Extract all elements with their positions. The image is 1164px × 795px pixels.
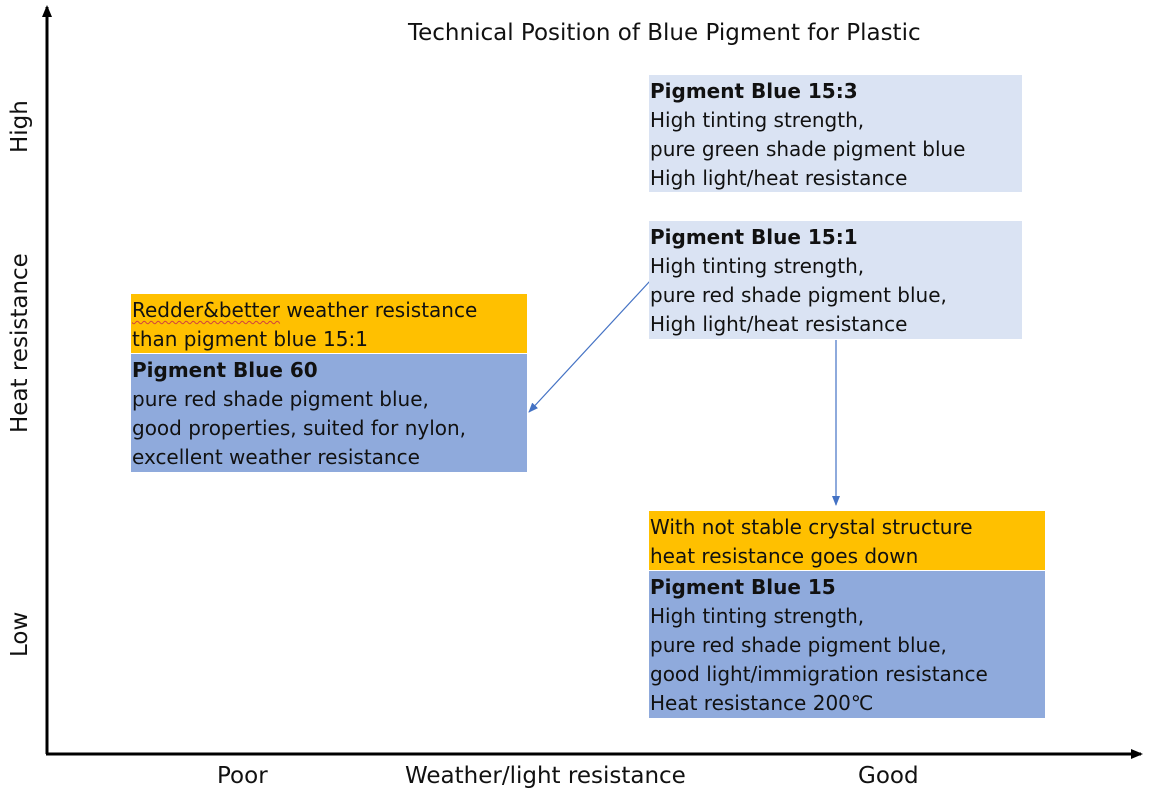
pigment-blue-60-name: Pigment Blue 60 (132, 358, 318, 382)
x-axis-high-label: Good (858, 763, 919, 789)
pigment-blue-15-1-line: pure red shade pigment blue, (650, 283, 947, 307)
diagram-title: Technical Position of Blue Pigment for P… (408, 20, 921, 46)
pigment-blue-15-3-line: pure green shade pigment blue (650, 137, 966, 161)
pigment-blue-60-line: good properties, suited for nylon, (132, 416, 467, 440)
pigment-blue-15-note-line: heat resistance goes down (650, 544, 919, 568)
pigment-blue-15-1-line: High tinting strength, (650, 254, 865, 278)
pigment-blue-15-line: pure red shade pigment blue, (650, 633, 947, 657)
pigment-blue-60-note-text: weather resistance (280, 298, 478, 322)
pigment-blue-15-box: Pigment Blue 15 High tinting strength, p… (649, 571, 1045, 718)
pigment-blue-60-note: Redder&better weather resistance than pi… (131, 294, 527, 353)
arrow-pb151-to-pb60 (528, 280, 651, 413)
pigment-blue-15-3-line: High tinting strength, (650, 108, 865, 132)
pigment-blue-15-line: High tinting strength, (650, 604, 865, 628)
pigment-blue-15-1-name: Pigment Blue 15:1 (650, 225, 858, 249)
pigment-blue-60-line: excellent weather resistance (132, 445, 420, 469)
pigment-blue-60-box: Pigment Blue 60 pure red shade pigment b… (131, 354, 527, 472)
pigment-blue-15-note-line: With not stable crystal structure (650, 515, 973, 539)
pigment-blue-15-note: With not stable crystal structure heat r… (649, 511, 1045, 570)
pigment-blue-15-line: Heat resistance 200℃ (650, 691, 874, 715)
pigment-blue-60-note-keyword: Redder&better (132, 298, 281, 322)
pigment-blue-15-3-box: Pigment Blue 15:3 High tinting strength,… (649, 75, 1022, 192)
pigment-blue-15-3-name: Pigment Blue 15:3 (650, 79, 858, 103)
x-axis-low-label: Poor (217, 763, 268, 789)
pigment-blue-60-line: pure red shade pigment blue, (132, 387, 429, 411)
y-axis-high-label: High (7, 100, 33, 153)
x-axis-title: Weather/light resistance (405, 763, 686, 789)
pigment-blue-15-3-line: High light/heat resistance (650, 166, 908, 190)
y-axis-low-label: Low (7, 611, 33, 657)
pigment-blue-15-line: good light/immigration resistance (650, 662, 988, 686)
y-axis-title: Heat resistance (7, 253, 33, 433)
pigment-blue-15-1-line: High light/heat resistance (650, 312, 908, 336)
pigment-blue-15-name: Pigment Blue 15 (650, 575, 836, 599)
pigment-blue-60-note-line: than pigment blue 15:1 (132, 327, 368, 351)
pigment-blue-15-1-box: Pigment Blue 15:1 High tinting strength,… (649, 221, 1022, 339)
